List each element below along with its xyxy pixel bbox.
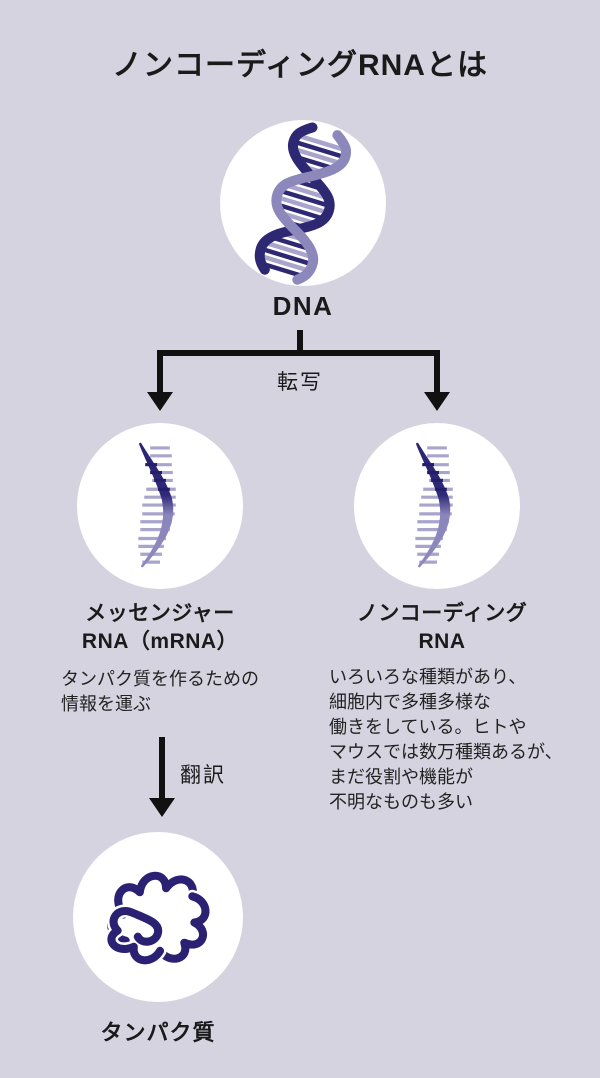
translation-arrow-shaft xyxy=(159,737,165,800)
ncrna-node-circle xyxy=(354,423,520,589)
ncrna-label-line1: ノンコーディング xyxy=(356,602,528,625)
protein-node-label: タンパク質 xyxy=(100,1020,216,1045)
mrna-description: タンパク質を作るための 情報を運ぶ xyxy=(61,669,259,714)
mrna-node-label: メッセンジャー RNA（mRNA） xyxy=(40,600,280,656)
rna-strand-icon xyxy=(407,442,467,570)
mrna-label-line2: RNA（mRNA） xyxy=(81,630,239,653)
mrna-node-circle xyxy=(77,423,243,589)
rna-strand-icon xyxy=(130,442,190,570)
transcription-arrow-right-shaft xyxy=(434,350,440,394)
dna-helix-icon xyxy=(228,122,378,285)
ncrna-node-label: ノンコーディング RNA xyxy=(330,600,554,656)
dna-node-label: DNA xyxy=(272,291,334,321)
translation-label: 翻訳 xyxy=(180,764,226,787)
protein-tangle-icon xyxy=(97,864,219,970)
mrna-label-line1: メッセンジャー xyxy=(85,602,235,625)
ncrna-label-line2: RNA xyxy=(418,630,466,653)
dna-node-circle xyxy=(220,120,386,286)
translation-arrow-head xyxy=(149,798,175,817)
transcription-stem xyxy=(297,330,303,352)
transcription-label: 転写 xyxy=(277,371,323,394)
protein-node-circle xyxy=(73,832,243,1002)
transcription-arrow-left-shaft xyxy=(157,350,163,394)
transcription-arrow-left-head xyxy=(147,392,173,411)
page-title: ノンコーディングRNAとは xyxy=(112,49,488,82)
ncrna-description: いろいろな種類があり、 細胞内で多種多様な 働きをしている。ヒトや マウスでは数… xyxy=(329,667,563,812)
transcription-arrow-right-head xyxy=(424,392,450,411)
transcription-bar xyxy=(157,350,440,356)
